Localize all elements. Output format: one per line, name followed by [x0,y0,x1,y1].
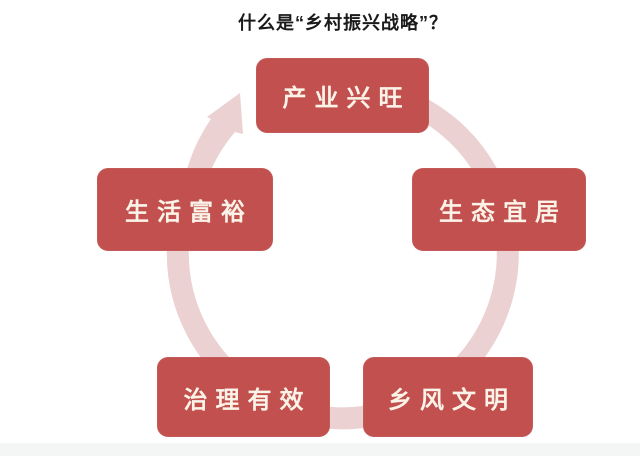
cycle-node-bottom-right: 乡风文明 [363,357,533,437]
cycle-node-label: 生态宜居 [439,200,567,226]
cycle-node-left: 生活富裕 [97,168,273,251]
cycle-node-right: 生态宜居 [412,168,586,251]
footer-strip [0,443,640,456]
cycle-node-label: 治理有效 [183,387,312,414]
cycle-node-top: 产业兴旺 [256,58,429,133]
clockwise-arrow-icon [186,93,243,183]
cycle-node-label: 生活富裕 [125,200,253,226]
cycle-node-label: 产业兴旺 [282,86,411,112]
page-title: 什么是“乡村振兴战略”？ [238,13,448,33]
cycle-node-bottom-left: 治理有效 [157,357,330,437]
cycle-node-label: 乡风文明 [388,387,516,414]
